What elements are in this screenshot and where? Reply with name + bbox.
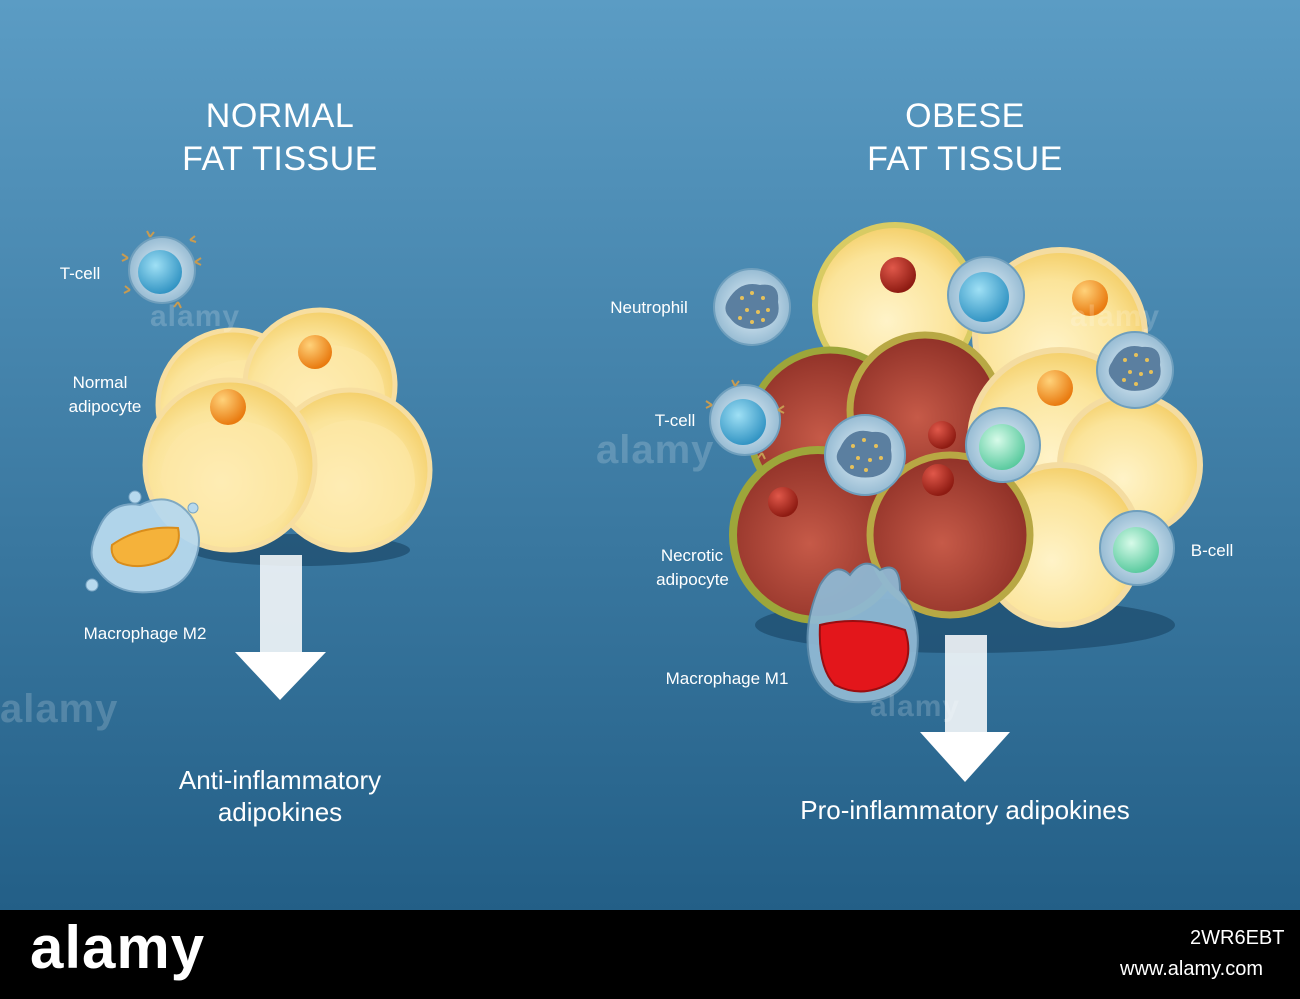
normal-macrophage-label: Macrophage M2 xyxy=(83,624,207,643)
obese-necrotic-adipocyte-lower-mid xyxy=(866,451,1034,619)
footer-bar xyxy=(0,910,1300,999)
site-url: www.alamy.com xyxy=(1120,958,1263,980)
obese-tcell-label: T-cell xyxy=(654,411,696,430)
watermark-bottom: alamy xyxy=(870,690,961,723)
normal-nucleus-1 xyxy=(298,335,332,369)
normal-adipocyte-label-line1: Normal xyxy=(72,373,128,392)
normal-tcell-label: T-cell xyxy=(59,264,101,283)
watermark-left: alamy xyxy=(0,687,119,731)
obese-neutrophil-label: Neutrophil xyxy=(610,298,688,317)
obese-title-line2: FAT TISSUE xyxy=(867,140,1063,178)
normal-adipocyte-label-line2: adipocyte xyxy=(68,397,142,416)
normal-title-line1: NORMAL xyxy=(205,97,355,135)
obese-bcell-center xyxy=(965,407,1041,483)
obese-neutrophil-right xyxy=(1096,331,1174,409)
obese-macrophage-m1 xyxy=(806,562,919,704)
normal-title-line2: FAT TISSUE xyxy=(182,140,378,178)
normal-tissue-cluster xyxy=(85,230,433,700)
watermark-top-left: alamy xyxy=(150,300,241,333)
normal-output-line2: adipokines xyxy=(217,797,343,827)
tissue-illustration xyxy=(0,0,1300,910)
image-id: 2WR6EBT xyxy=(1190,927,1285,949)
obese-output-arrow xyxy=(920,635,1010,782)
normal-macrophage-m2 xyxy=(85,490,200,594)
footer-logo: alamy xyxy=(30,914,206,981)
watermark-mid: alamy xyxy=(596,428,715,472)
normal-nucleus-2 xyxy=(210,389,246,425)
obese-tcell-top xyxy=(947,256,1025,334)
normal-output-arrow xyxy=(235,555,326,700)
obese-title-line1: OBESE xyxy=(905,97,1025,135)
normal-output-line1: Anti-inflammatory xyxy=(178,765,382,795)
obese-necrotic-label-line1: Necrotic xyxy=(660,546,724,565)
obese-tissue-cluster xyxy=(705,222,1203,782)
obese-bcell-label: B-cell xyxy=(1190,541,1234,560)
watermark-right: alamy xyxy=(1070,300,1161,333)
obese-output: Pro-inflammatory adipokines xyxy=(800,795,1130,825)
obese-bcell-right xyxy=(1099,510,1175,586)
obese-tcell-left xyxy=(705,379,785,460)
obese-necrotic-label-line2: adipocyte xyxy=(656,570,729,589)
obese-neutrophil-center xyxy=(824,414,906,496)
obese-macrophage-label: Macrophage M1 xyxy=(665,669,789,688)
normal-tcell xyxy=(121,230,202,309)
obese-neutrophil-left xyxy=(713,268,791,346)
